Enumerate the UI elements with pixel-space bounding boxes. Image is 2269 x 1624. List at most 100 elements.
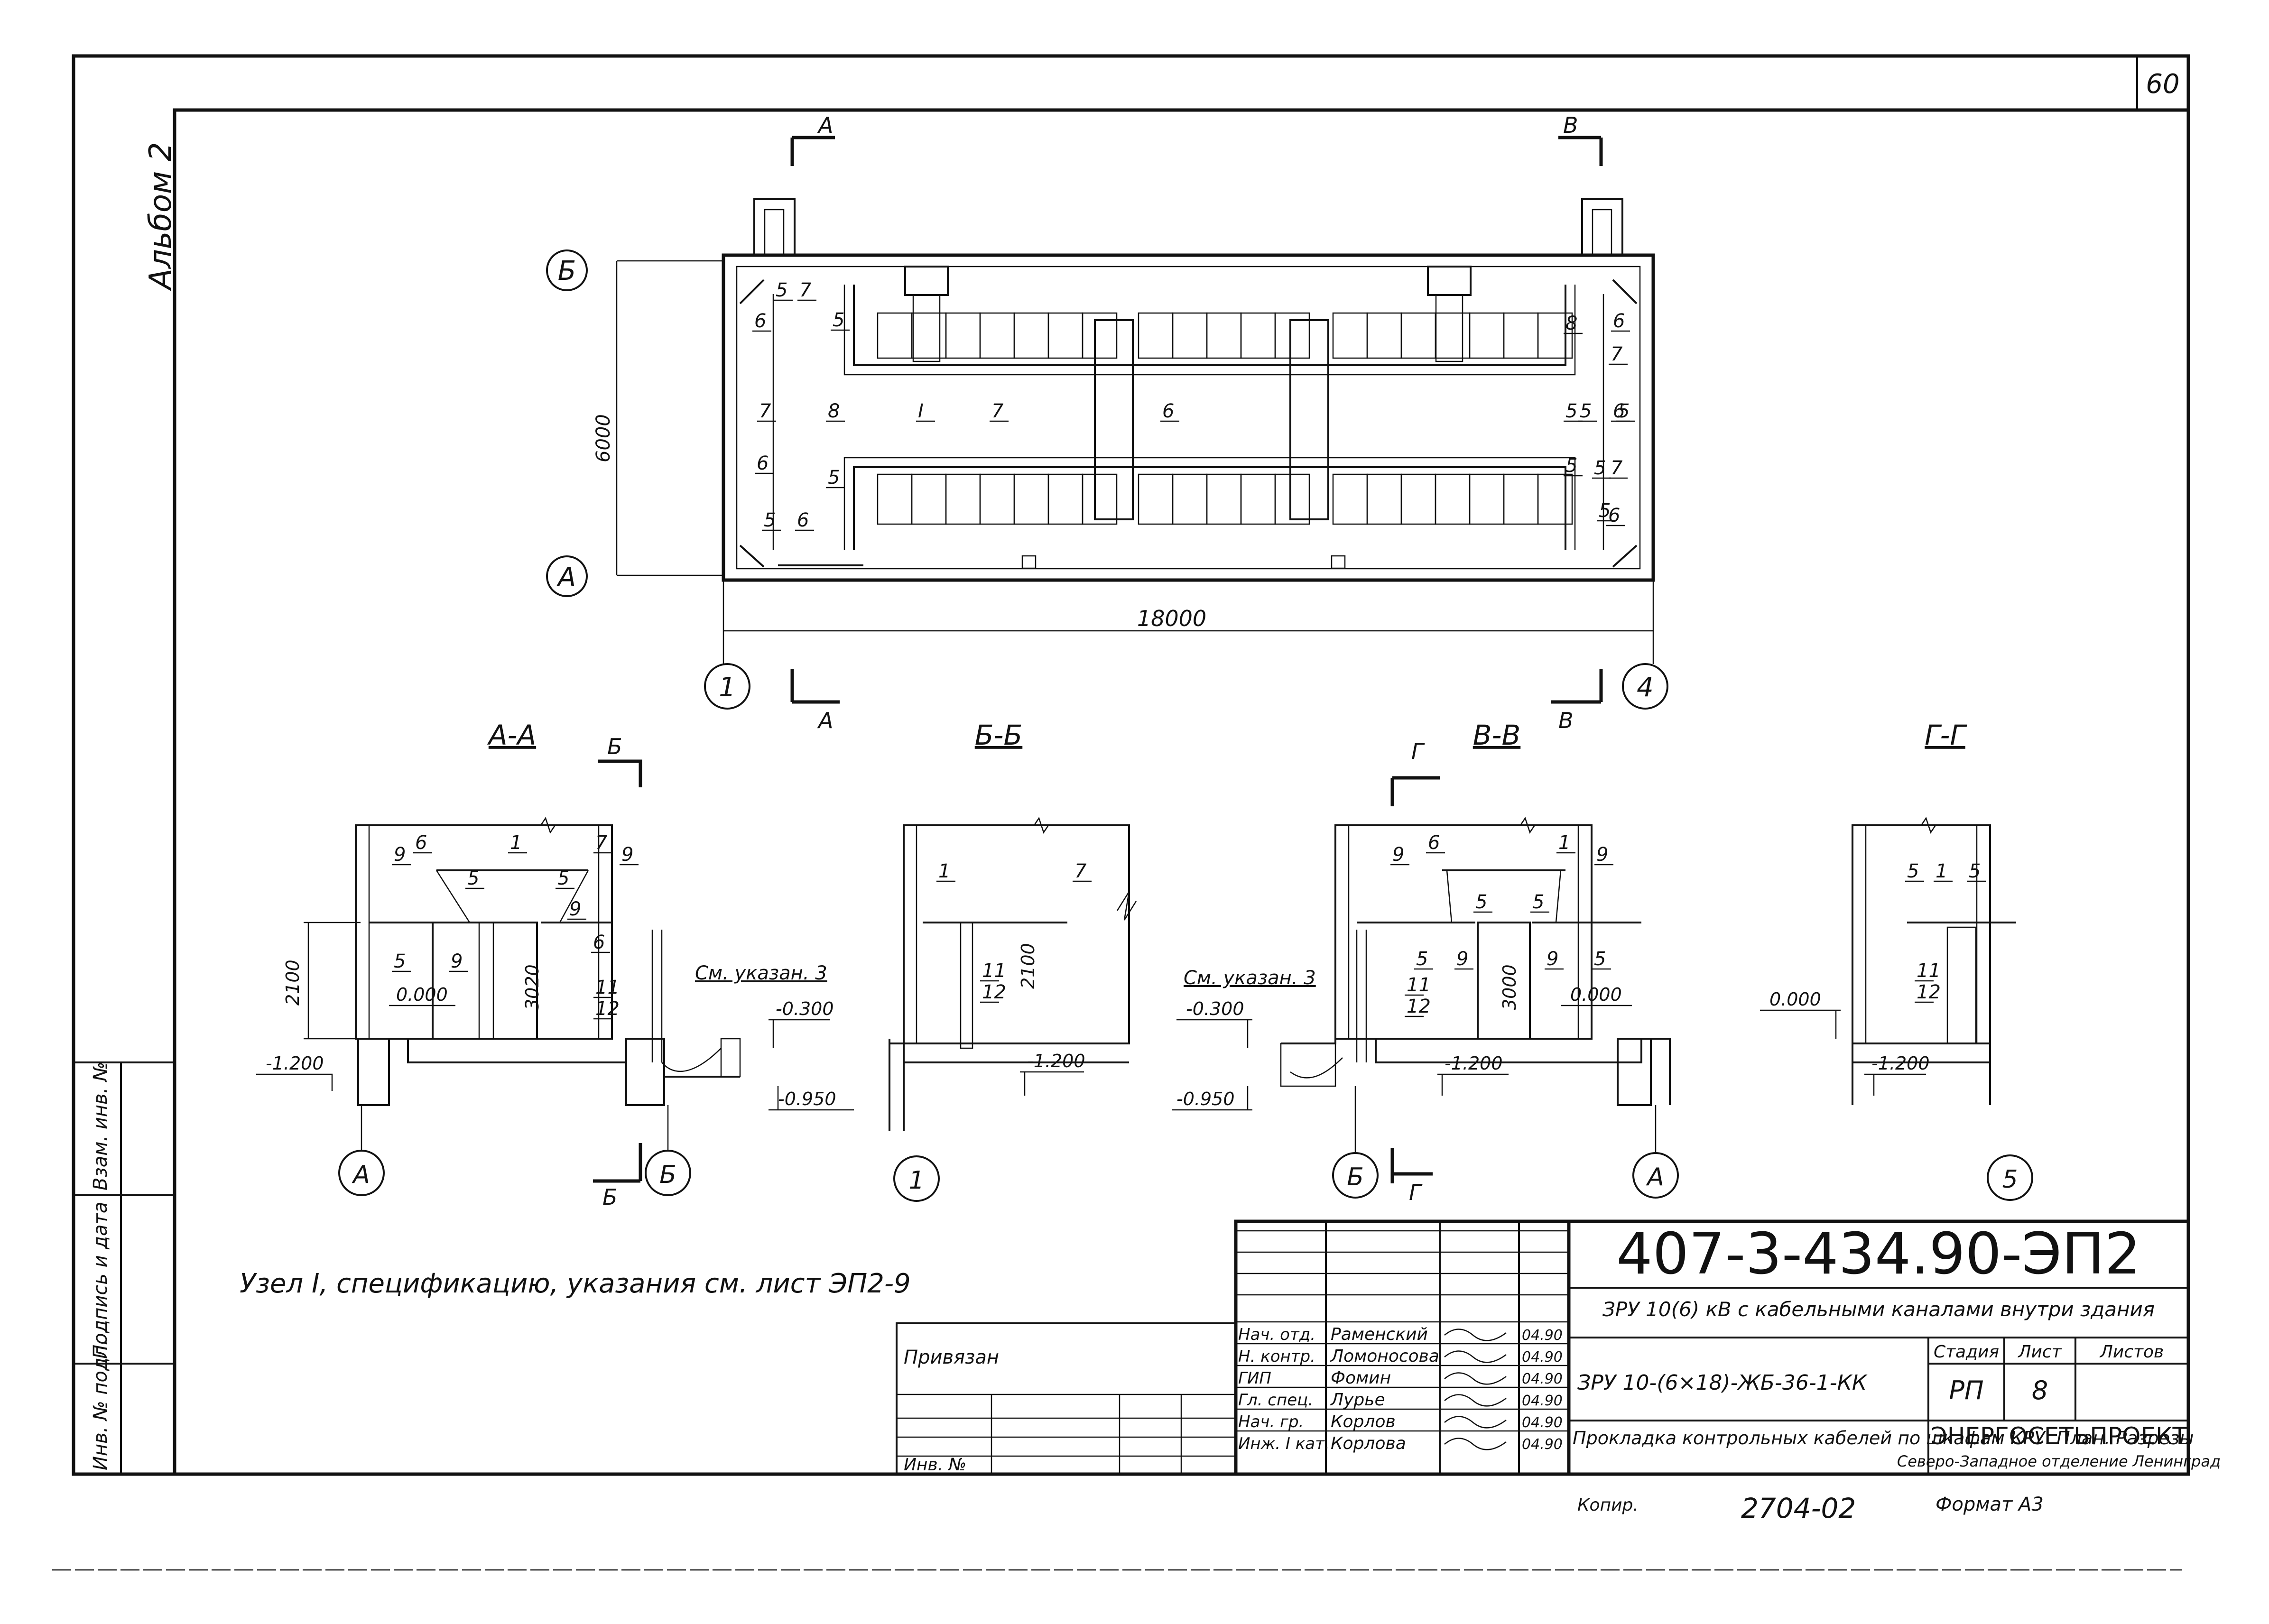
callout-label: 5 — [1969, 860, 1981, 882]
tb-person-name: Ломоносова — [1330, 1347, 1439, 1366]
aa-lvl1200: -1.200 — [266, 1053, 324, 1074]
aa-h2100: 2100 — [282, 960, 303, 1006]
callout-label: 5 — [828, 467, 840, 489]
vv-lvl0: 0.000 — [1570, 984, 1622, 1005]
tb-description: Прокладка контрольных кабелей по шкафам … — [1573, 1428, 2194, 1449]
tb-role: Нач. гр. — [1238, 1412, 1304, 1431]
tb-privyazan: Привязан — [904, 1347, 999, 1368]
callout-label: 7 — [1611, 457, 1623, 479]
vv-cut-top: Г — [1411, 738, 1425, 764]
tb-role: ГИП — [1238, 1369, 1271, 1388]
section-aa: А-А Б 2100 3020 0.000 -1.200 См. указан.… — [256, 719, 854, 1210]
tb-date: 04.90 — [1522, 1393, 1563, 1409]
callout-label: 9 — [1456, 948, 1468, 970]
callout-label: 11 — [1407, 974, 1431, 996]
tb-date: 04.90 — [1522, 1371, 1563, 1387]
format-label: Формат А3 — [1936, 1494, 2044, 1515]
callout-label: 7 — [991, 400, 1004, 422]
tb-sheets-label: Листов — [2099, 1342, 2164, 1362]
tb-date: 04.90 — [1522, 1414, 1563, 1431]
aa-lvl950: -0.950 — [778, 1089, 836, 1109]
vv-h3000: 3000 — [1499, 964, 1520, 1010]
sidebar-sign: Подпись и дата — [90, 1202, 111, 1359]
cut-v-top: В — [1563, 112, 1578, 138]
callout-label: 5 — [1594, 457, 1606, 479]
callout-label: 5 — [1907, 860, 1919, 882]
bb-h2100: 2100 — [1018, 943, 1038, 989]
callout-label: 6 — [757, 452, 769, 474]
callout-label: 9 — [1392, 844, 1404, 866]
gg-lvl1200: -1.200 — [1871, 1053, 1930, 1074]
plan-dim-height: 6000 — [593, 414, 614, 462]
callout-label: 6 — [754, 310, 766, 332]
callout-label: 8 — [1565, 313, 1577, 334]
aa-cut-bottom: Б — [602, 1184, 618, 1210]
callout-label: 12 — [595, 998, 620, 1020]
callout-label: 6 — [1608, 505, 1620, 526]
aa-axis-a: А — [352, 1161, 370, 1189]
callout-label: 5 — [833, 309, 844, 331]
callout-label: 5 — [1599, 500, 1611, 522]
tb-role: Н. контр. — [1238, 1347, 1315, 1366]
tb-inv: Инв. № — [904, 1455, 966, 1475]
callout-label: 9 — [394, 844, 406, 866]
tb-stage-label: Стадия — [1934, 1342, 1999, 1362]
callout-label: 5 — [467, 867, 479, 889]
aa-axis-b: Б — [659, 1161, 676, 1189]
callout-label: 9 — [451, 950, 463, 972]
callout-label: 12 — [1917, 981, 1941, 1003]
callout-label: 6 — [797, 509, 809, 531]
tb-date: 04.90 — [1522, 1327, 1563, 1344]
tb-role: Нач. отд. — [1238, 1325, 1315, 1344]
callout-label: 5 — [1594, 948, 1606, 970]
tb-person-name: Корлов — [1331, 1412, 1396, 1431]
title-block: Привязан Инв. № 407-3-434.90-ЭП2 ЗРУ 10(… — [896, 1219, 2221, 1476]
section-vv-title: В-В — [1473, 719, 1521, 751]
vv-lvl300: -0.300 — [1186, 998, 1244, 1019]
callout-label: 8 — [828, 400, 840, 422]
sheet-number-box — [2136, 55, 2189, 111]
callout-label: 5 — [1618, 400, 1630, 422]
copy-label: Копир. — [1577, 1495, 1639, 1515]
axis-1: 1 — [719, 672, 736, 703]
left-stamp: Инв. № подл. Подпись и дата Взам. инв. № — [73, 1061, 176, 1475]
gg-axis: 5 — [2002, 1165, 2018, 1194]
cut-a-top: А — [817, 112, 833, 138]
callout-label: 1 — [510, 832, 522, 854]
bb-lvl1200: -1.200 — [1027, 1051, 1085, 1071]
section-vv: В-В Г 3000 0.000 См. указан. 3 -0.300 -0… — [1172, 719, 1679, 1205]
callout-label: 6 — [1613, 310, 1625, 332]
callout-label: 5 — [1580, 400, 1592, 422]
callout-label: 6 — [415, 832, 427, 854]
callout-label: 1 — [1936, 860, 1947, 882]
callout-label: 6 — [1162, 400, 1174, 422]
callout-label: 5 — [394, 950, 406, 972]
axis-a-bottom: А — [556, 562, 576, 593]
cut-a-bottom: А — [817, 708, 833, 733]
callout-label: 9 — [1547, 948, 1558, 970]
tb-date: 04.90 — [1522, 1349, 1563, 1366]
tb-person-name: Лурье — [1330, 1390, 1385, 1410]
callout-label: 7 — [595, 832, 608, 854]
callout-label: 1 — [1558, 832, 1570, 854]
callout-label: 5 — [1416, 948, 1428, 970]
vv-note: См. указан. 3 — [1184, 967, 1316, 989]
tb-sheet: 8 — [2032, 1375, 2048, 1405]
tb-org-name: ЭНЕРГОСЕТЬПРОЕКТ — [1931, 1422, 2187, 1450]
callout-label: 6 — [593, 932, 605, 953]
tb-date: 04.90 — [1522, 1436, 1563, 1453]
callout-label: 9 — [1596, 844, 1608, 866]
tb-doc-code: 407-3-434.90-ЭП2 — [1616, 1221, 2141, 1287]
callout-label: 11 — [1917, 960, 1941, 982]
callout-label: 5 — [1565, 400, 1577, 422]
callout-label: 12 — [982, 981, 1006, 1003]
tb-project: ЗРУ 10(6) кВ с кабельными каналами внутр… — [1602, 1298, 2155, 1321]
aa-lvl300: -0.300 — [776, 998, 834, 1019]
callout-label: I — [918, 400, 924, 422]
album-label: Альбом 2 — [143, 142, 178, 291]
section-gg-title: Г-Г — [1925, 719, 1967, 751]
vv-lvl1200: -1.200 — [1445, 1053, 1503, 1074]
